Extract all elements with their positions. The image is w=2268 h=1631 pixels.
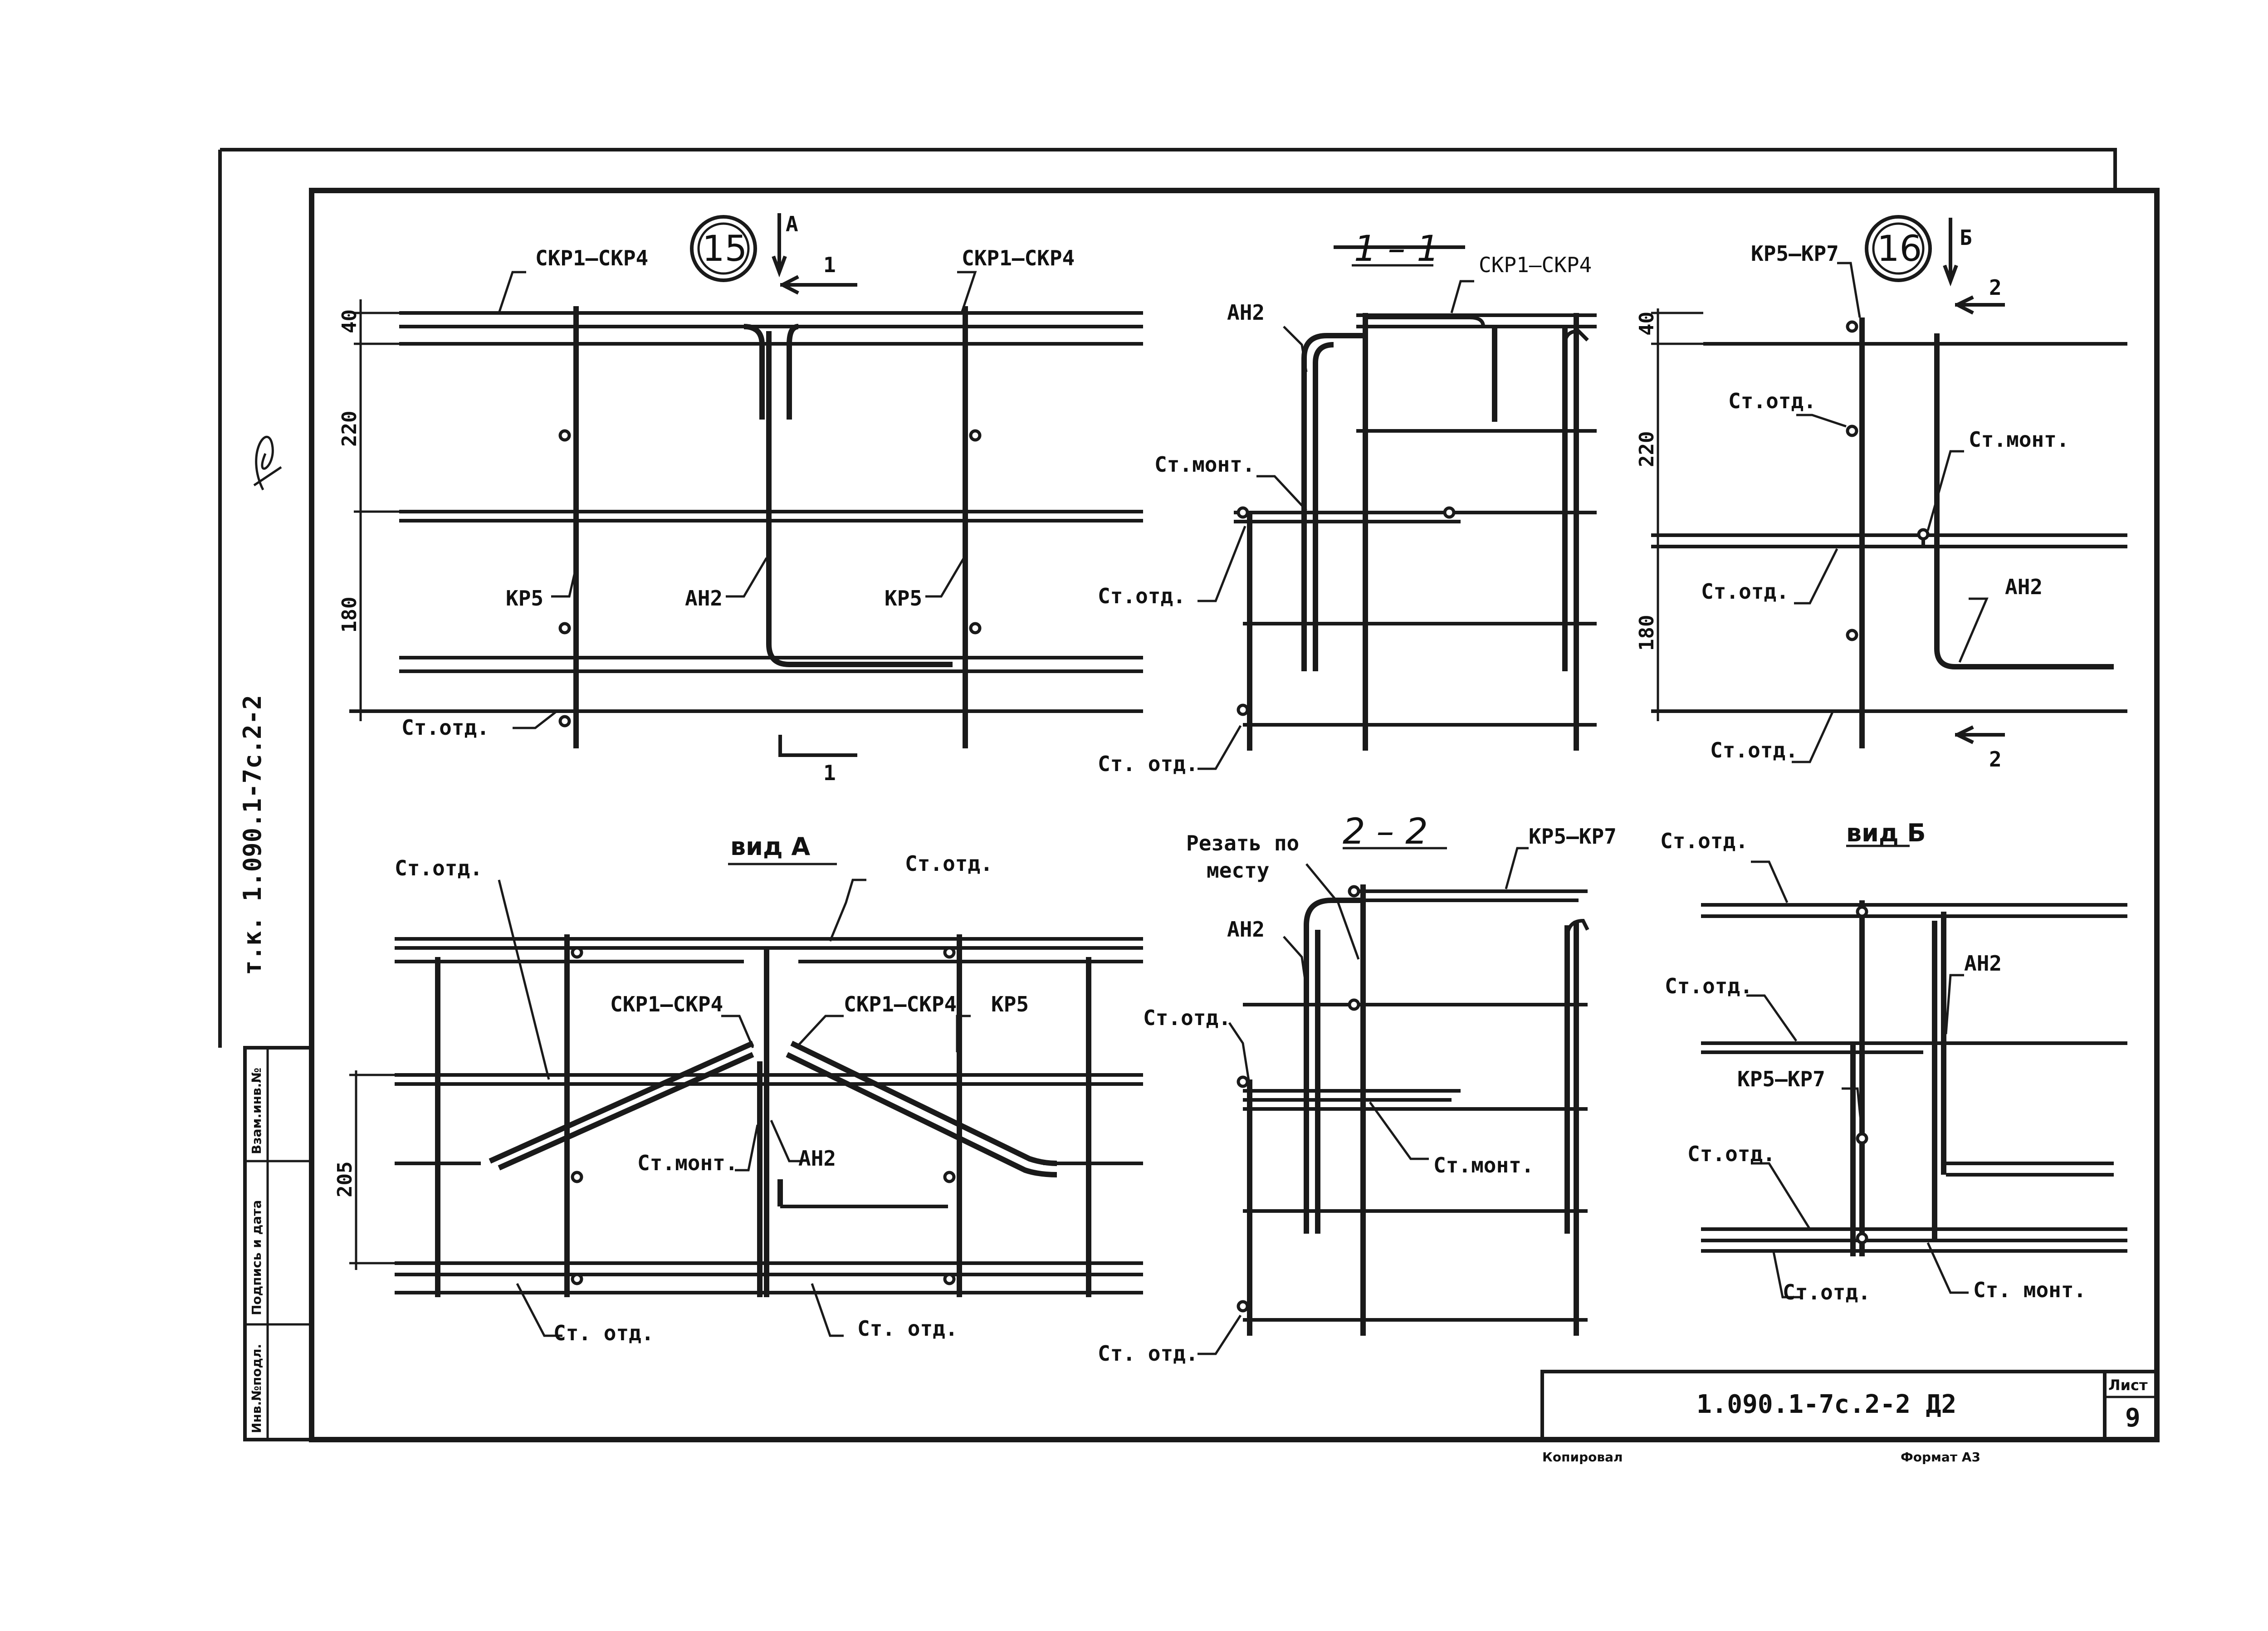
section11-label-ckp: СКР1–СКР4 [1479, 253, 1592, 277]
node15-drawing [349, 213, 1143, 757]
viewA-drawing [349, 863, 1143, 1337]
viewA-label-ckp-left: СКР1–СКР4 [610, 992, 723, 1016]
stamp-sign-label: Подпись и дата [249, 1200, 264, 1315]
viewB-label-kp: КР5–КР7 [1737, 1067, 1825, 1091]
node16-label-st-otd3: Ст.отд. [1710, 738, 1798, 762]
viewA-title: вид А [730, 832, 810, 861]
viewB-label-st-otd1: Ст.отд. [1660, 829, 1748, 853]
node15-label-ckp-left: СКР1–СКР4 [535, 246, 648, 270]
section11-title: 1 – 1 [1354, 229, 1439, 269]
section11-label-st-mont: Ст.монт. [1154, 452, 1255, 477]
section22-title: 2 – 2 [1343, 811, 1428, 852]
viewB-label-st-mont: Ст. монт. [1973, 1278, 2086, 1302]
node16-label-st-otd2: Ст.отд. [1701, 579, 1789, 604]
node15-label-ah2: АН2 [685, 586, 723, 610]
node16-view-arrow: Б [1960, 225, 1972, 250]
section22-label-ah2: АН2 [1227, 917, 1265, 942]
section11-label-ah2: АН2 [1227, 300, 1265, 325]
sheet-label: Лист [2108, 1377, 2148, 1394]
node15-view-arrow: А [786, 212, 798, 236]
section11-label-st-otd2: Ст. отд. [1098, 752, 1198, 776]
viewA-label-ckp-right: СКР1–СКР4 [844, 992, 957, 1016]
viewB-title: вид Б [1846, 819, 1926, 847]
node16-label-st-mont: Ст.монт. [1969, 427, 2069, 452]
sheet-frame [218, 148, 2160, 1442]
node16-section-mark-bottom: 2 [1989, 747, 2002, 772]
node15-section-mark-top: 1 [823, 253, 836, 277]
viewB-drawing [1701, 845, 2127, 1299]
viewB-label-st-otd2: Ст.отд. [1665, 974, 1753, 998]
section22-label-kp: КР5–КР7 [1529, 824, 1617, 849]
node16-label-ah2: АН2 [2005, 575, 2043, 599]
section22-label-st-otd1: Ст.отд. [1143, 1006, 1231, 1030]
node16-label-kp: КР5–КР7 [1751, 241, 1839, 266]
node16-section-mark-top: 2 [1989, 275, 2002, 300]
section22-note-line1: Резать по [1186, 831, 1299, 855]
viewA-label-ah2: АН2 [798, 1146, 836, 1171]
footer-copied: Копировал [1542, 1450, 1623, 1465]
stamp-replace-label: Взам.инв.№ [249, 1068, 264, 1154]
node15-dim-180: 180 [338, 597, 361, 633]
viewA-label-st-mont: Ст.монт. [637, 1151, 738, 1175]
node15-circle-number: 15 [702, 229, 747, 269]
section11-label-st-otd1: Ст.отд. [1098, 584, 1186, 608]
viewB-label-st-otd3: Ст.отд. [1687, 1142, 1775, 1166]
section22-note-line2: месту [1207, 858, 1269, 883]
node16-dim-220: 220 [1635, 431, 1658, 467]
section22-drawing [1198, 847, 1589, 1355]
side-stamp [243, 1046, 313, 1441]
viewB-label-ah2: АН2 [1964, 951, 2002, 976]
node15-label-ckp-right: СКР1–СКР4 [962, 246, 1075, 270]
node15-label-kp5-right: КР5 [885, 586, 922, 610]
viewB-label-st-otd4: Ст.отд. [1783, 1280, 1871, 1304]
viewA-label-kp5: КР5 [991, 992, 1029, 1016]
viewA-label-st-otd-right: Ст.отд. [905, 851, 993, 876]
node15-section-mark-bottom: 1 [823, 761, 836, 785]
node15-label-st-otd: Ст.отд. [401, 715, 489, 740]
node16-label-st-otd1: Ст.отд. [1728, 389, 1816, 413]
viewA-label-st-otd-left: Ст.отд. [395, 856, 483, 880]
node16-dim-180: 180 [1635, 615, 1658, 651]
viewA-label-st-otd-bottom2: Ст. отд. [857, 1316, 958, 1341]
node15-dim-220: 220 [338, 411, 361, 447]
node15-dim-40: 40 [338, 309, 361, 333]
signature-mark [253, 435, 282, 491]
viewA-label-st-otd-bottom1: Ст. отд. [553, 1321, 654, 1345]
sheet-number: 9 [2125, 1403, 2141, 1433]
stamp-inv-label: Инв.№подл. [249, 1344, 264, 1433]
node15-label-kp5-left: КР5 [506, 586, 543, 610]
viewA-dim-205: 205 [333, 1162, 357, 1197]
section22-label-st-otd2: Ст. отд. [1098, 1341, 1198, 1366]
section11-drawing [1198, 245, 1597, 770]
footer-format: Формат А3 [1901, 1450, 1980, 1465]
section22-label-st-mont: Ст.монт. [1433, 1153, 1534, 1177]
title-code: 1.090.1-7с.2-2 Д2 [1696, 1390, 1956, 1419]
node16-circle-number: 16 [1877, 229, 1922, 269]
node16-drawing [1651, 215, 2127, 763]
node16-dim-40: 40 [1635, 312, 1658, 336]
title-block [1540, 1370, 2159, 1441]
side-code: т.к. 1.090.1-7с.2-2 [238, 695, 267, 975]
